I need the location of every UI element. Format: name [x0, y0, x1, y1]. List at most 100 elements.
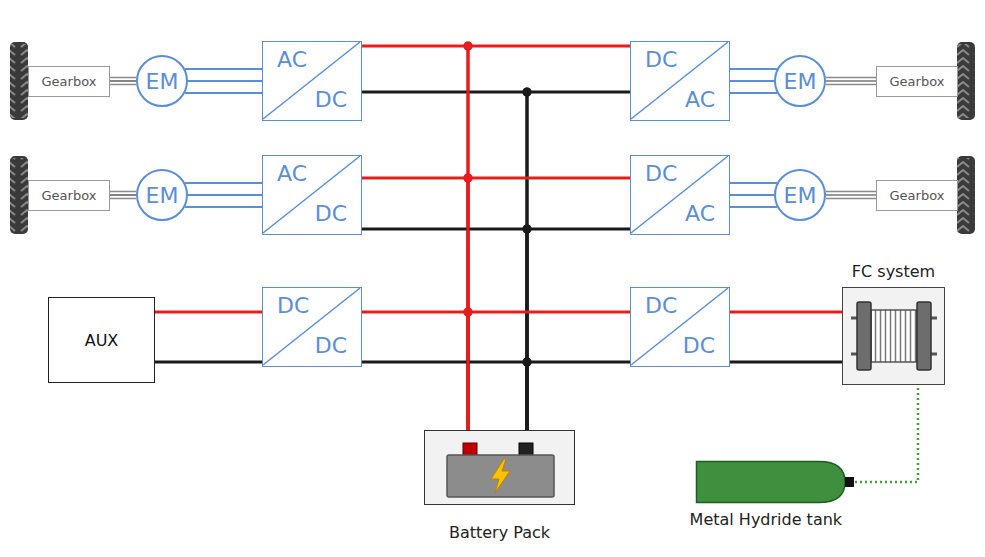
junction-dot — [464, 174, 473, 183]
node-label: DC — [617, 334, 715, 358]
drawing-part — [10, 156, 28, 234]
wire — [110, 80, 136, 81]
junction-dot — [464, 174, 473, 183]
wire — [468, 46, 630, 430]
converter-box: DCAC — [630, 155, 730, 235]
tank-nozzle — [845, 477, 854, 487]
node-label: Gearbox — [42, 188, 97, 203]
node-label: Gearbox — [890, 188, 945, 203]
wire — [826, 194, 876, 195]
node-label: DC — [645, 162, 743, 186]
wire — [155, 311, 262, 314]
junction-dot — [523, 88, 532, 97]
node-label: EM — [146, 69, 179, 94]
wire — [110, 191, 136, 193]
wire — [826, 84, 876, 86]
wire — [362, 178, 468, 430]
electric-motor-circle: EM — [136, 169, 188, 221]
junction-dot — [523, 358, 532, 367]
junction-dot — [464, 308, 473, 317]
node-label: DC — [645, 294, 743, 318]
node-label: AC — [277, 162, 375, 186]
converter-box: DCDC — [630, 287, 730, 367]
connector — [730, 312, 842, 362]
connector — [855, 385, 918, 482]
drawing-part — [519, 443, 533, 455]
node-label: AUX — [85, 331, 119, 350]
drawing-part — [10, 158, 28, 232]
electric-motor-circle: EM — [136, 55, 188, 107]
wire — [826, 77, 876, 79]
gearbox-box: Gearbox — [876, 180, 958, 211]
wire — [362, 362, 527, 430]
wire — [730, 182, 777, 184]
converter-box: ACDC — [262, 41, 362, 121]
drawing-part — [871, 310, 917, 362]
wire — [185, 68, 262, 70]
wire — [110, 77, 136, 79]
junction-dot — [464, 308, 473, 317]
connector — [362, 174, 532, 431]
wire — [730, 194, 774, 196]
wire — [527, 362, 630, 430]
connector — [730, 183, 777, 207]
wire — [185, 92, 262, 94]
connector — [826, 192, 876, 199]
node-label: DC — [249, 334, 347, 358]
wire — [362, 312, 468, 430]
gearbox-box: Gearbox — [876, 66, 958, 97]
node-label: Battery Pack — [425, 523, 574, 543]
connector — [464, 308, 631, 431]
node-label: Gearbox — [890, 74, 945, 89]
converter-box: ACDC — [262, 155, 362, 235]
battery-icon — [425, 431, 576, 506]
wire — [826, 191, 876, 193]
converter-box: DCAC — [630, 41, 730, 121]
drawing-part — [957, 42, 975, 120]
fuel-cell-stack-icon — [843, 288, 946, 386]
battery-pack-box: Battery Pack — [424, 430, 575, 505]
wire — [155, 361, 262, 364]
wire — [468, 312, 630, 430]
wire — [730, 311, 842, 314]
connector — [464, 174, 631, 431]
tank-body — [697, 462, 846, 503]
node-label: EM — [146, 183, 179, 208]
node-label: DC — [249, 88, 347, 112]
wire — [730, 80, 774, 82]
connector — [826, 78, 876, 85]
electric-motor-circle: EM — [774, 169, 826, 221]
node-label: EM — [784, 69, 817, 94]
drawing-part — [857, 302, 871, 370]
wire — [188, 194, 262, 196]
drawing-part — [491, 459, 510, 493]
fuel-cell-system-box: FC system — [842, 287, 945, 385]
node-label: Metal Hydride tank — [690, 510, 843, 530]
wire — [185, 182, 262, 184]
wire — [527, 92, 630, 430]
wire — [826, 80, 876, 81]
wire — [826, 198, 876, 200]
wheel — [10, 42, 28, 120]
wheel — [957, 156, 975, 234]
wire — [362, 92, 527, 430]
gearbox-box: Gearbox — [28, 66, 110, 97]
connector — [464, 42, 631, 431]
node-label: AC — [277, 48, 375, 72]
wheel — [10, 156, 28, 234]
node-label: Gearbox — [42, 74, 97, 89]
drawing-part — [917, 302, 931, 370]
wire — [362, 229, 527, 430]
wire — [855, 385, 918, 482]
junction-dot — [523, 225, 532, 234]
gearbox-box: Gearbox — [28, 180, 110, 211]
node-label: DC — [249, 202, 347, 226]
connector — [362, 42, 532, 431]
drawing-part — [957, 44, 975, 118]
node-label: DC — [645, 48, 743, 72]
drawing-part — [447, 455, 554, 497]
wire — [527, 229, 630, 430]
wire — [110, 198, 136, 200]
auxiliary-box: AUX — [48, 297, 155, 383]
